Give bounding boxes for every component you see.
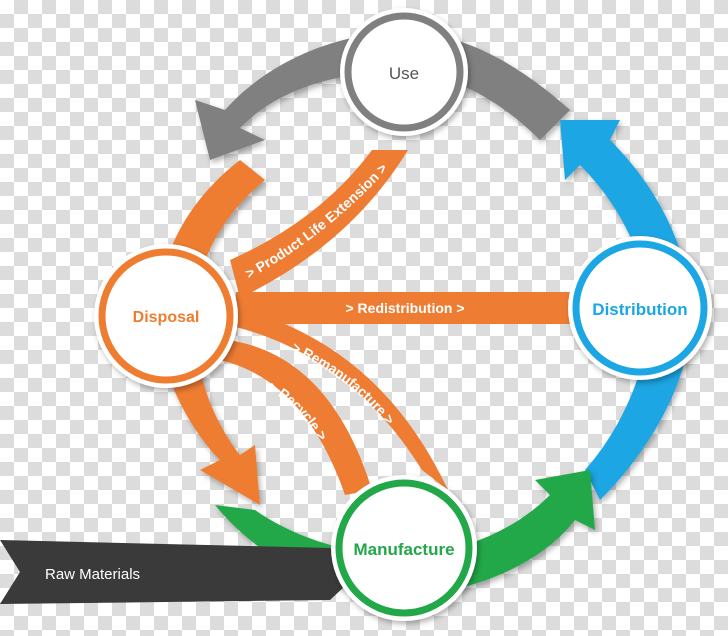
flow-redistribution: > Redistribution > <box>236 292 581 324</box>
node-disposal: Disposal <box>94 244 238 388</box>
flow-label-product-life-extension: > Product Life Extension > <box>242 160 390 282</box>
node-distribution-label: Distribution <box>592 300 687 319</box>
raw-materials-label: Raw Materials <box>45 566 140 583</box>
node-manufacture: Manufacture <box>331 475 477 621</box>
node-use-label: Use <box>389 64 419 83</box>
arrow-distribution-to-use <box>560 120 692 500</box>
node-use: Use <box>340 8 468 136</box>
arrow-use-to-disposal <box>195 31 570 161</box>
flow-label-redistribution: > Redistribution > <box>345 300 464 316</box>
node-disposal-label: Disposal <box>133 309 200 326</box>
flow-product-life-extension: > Product Life Extension > <box>230 150 408 298</box>
node-manufacture-label: Manufacture <box>353 540 454 559</box>
node-distribution: Distribution <box>568 236 712 380</box>
arrow-disposal-to-manufacture <box>157 160 265 505</box>
raw-materials-banner: Raw Materials <box>0 540 360 604</box>
